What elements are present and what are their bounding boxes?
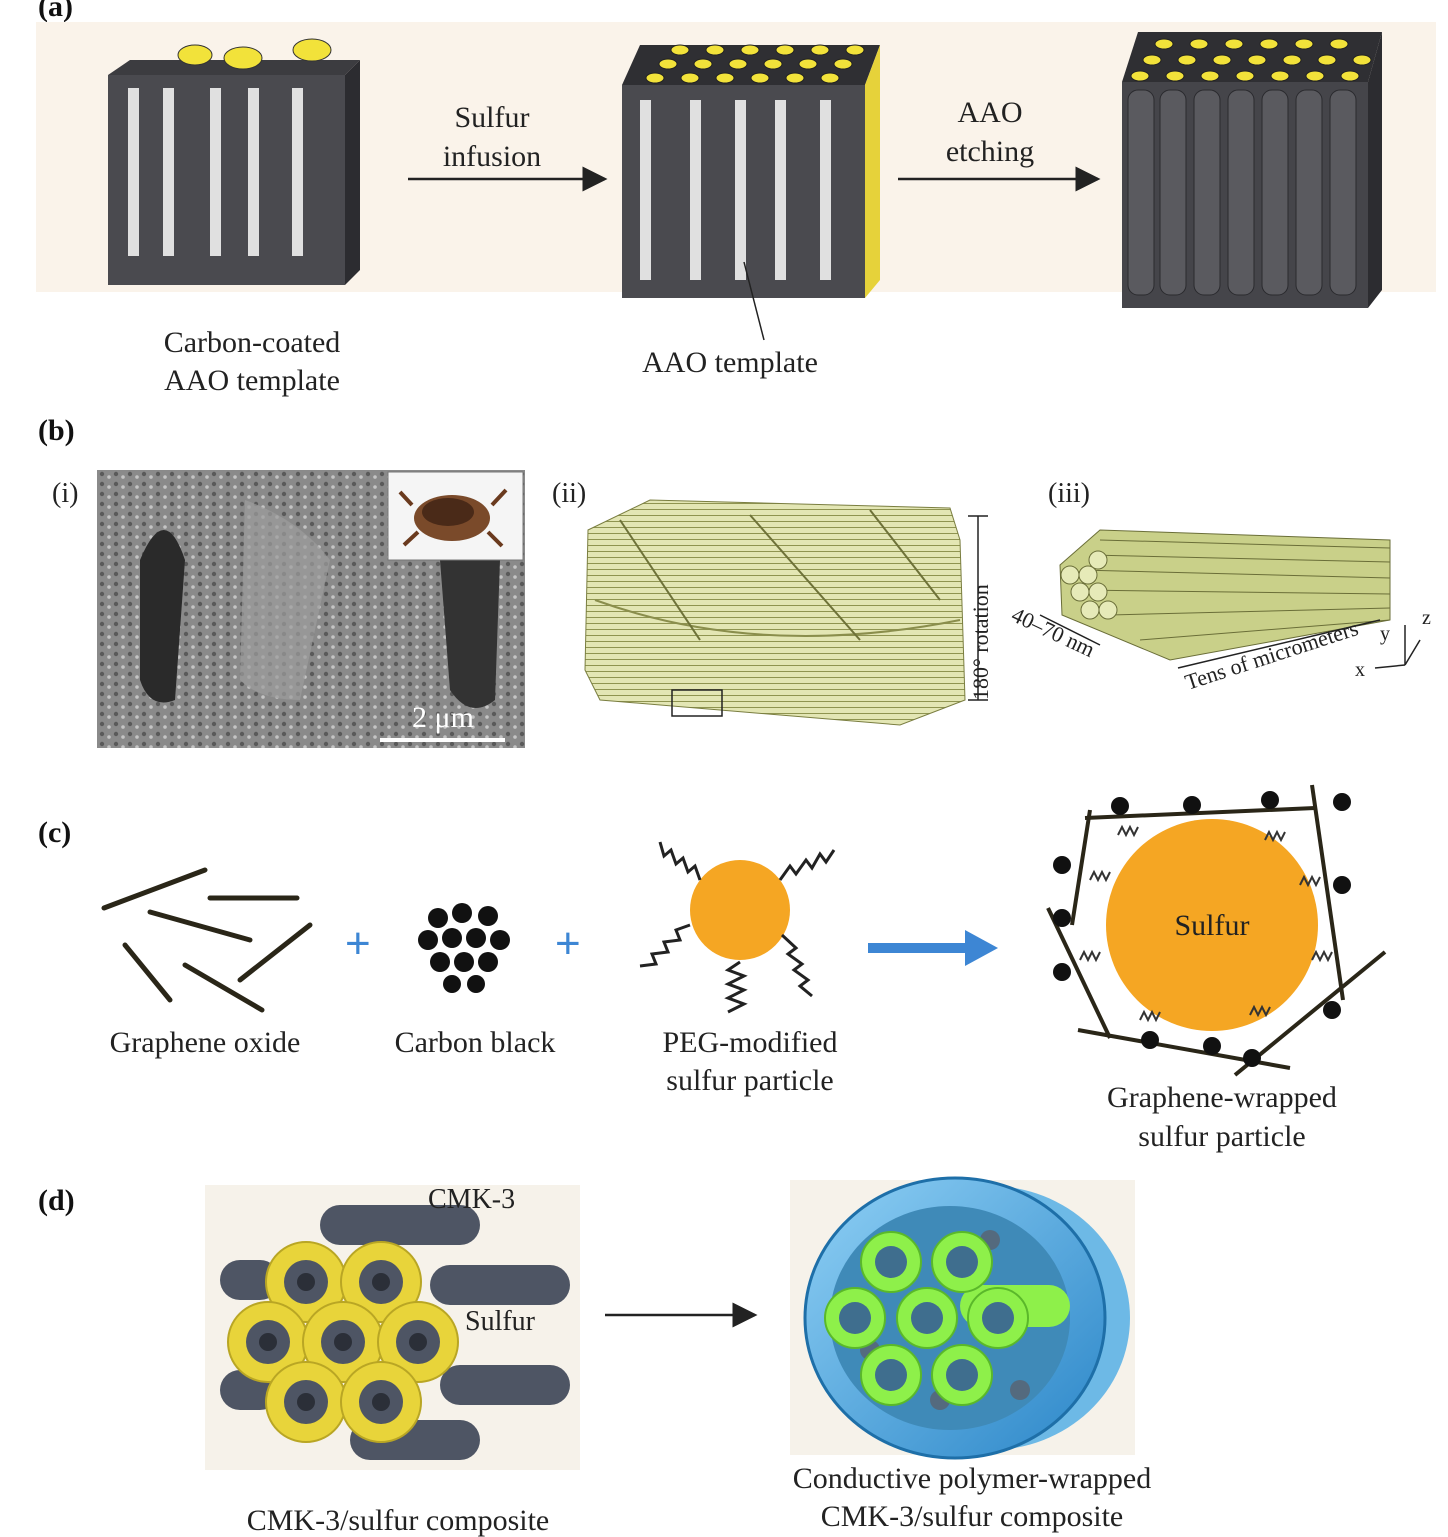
carbon-coated-aao-template-block <box>108 38 360 285</box>
panel-c-label: (c) <box>38 816 71 849</box>
graphene-wrapped-label-line1: Graphene-wrapped <box>1107 1081 1337 1114</box>
peg-sulfur-label-line1: PEG-modified <box>663 1026 838 1059</box>
arrow1-label-line1: Sulfur <box>455 101 530 134</box>
polymer-wrapped-composite-model <box>790 1176 1135 1460</box>
highlight-box <box>671 689 723 717</box>
panel-b-label: (b) <box>38 414 75 447</box>
blue-process-arrow-head <box>965 930 998 966</box>
aao-template-leader-line <box>743 261 765 341</box>
panel-d-label: (d) <box>38 1184 75 1217</box>
cmk3-label: CMK-3 <box>428 1184 515 1215</box>
panel-a-label: (a) <box>38 0 73 23</box>
twisted-plywood-fiber-stack <box>584 499 988 726</box>
cmk3-sulfur-composite-model <box>205 1185 580 1470</box>
axis-y-label: y <box>1380 623 1390 645</box>
sulfur-shell-label: Sulfur <box>465 1306 536 1337</box>
sub-panel-ii-label: (ii) <box>552 478 586 509</box>
graphene-wrapped-sulfur-particle <box>1046 784 1387 1077</box>
polymer-wrapped-caption-line1: Conductive polymer-wrapped <box>793 1462 1151 1495</box>
plus-sign-1: + <box>345 919 371 968</box>
plus-sign-2: + <box>555 919 581 968</box>
graphene-oxide-sheets <box>101 867 313 1013</box>
arrow2-label-line1: AAO <box>958 96 1023 129</box>
axis-z-label: z <box>1422 607 1431 629</box>
peg-modified-sulfur-particle <box>639 841 836 1014</box>
sem-micrograph <box>97 470 525 748</box>
aligned-fiber-bundle <box>1039 529 1421 669</box>
step1-caption-line2: AAO template <box>164 364 340 397</box>
arrow2-label-line2: etching <box>946 135 1034 168</box>
step2-caption: AAO template <box>642 346 818 379</box>
arrow1-label-line2: infusion <box>443 140 541 173</box>
sulfur-core-label: Sulfur <box>1175 909 1250 942</box>
cmk3-composite-caption: CMK-3/sulfur composite <box>247 1504 549 1537</box>
etched-nanotube-array-block <box>1122 32 1382 308</box>
sulfur-infused-template-block <box>622 44 880 298</box>
graphene-wrapped-label-line2: sulfur particle <box>1138 1120 1305 1153</box>
carbon-black-label: Carbon black <box>395 1026 556 1059</box>
step1-caption-line1: Carbon-coated <box>164 326 341 359</box>
sub-panel-iii-label: (iii) <box>1048 478 1090 509</box>
scale-bar-label: 2 μm <box>412 701 474 734</box>
carbon-black-particles <box>418 903 510 993</box>
polymer-wrapped-caption-line2: CMK-3/sulfur composite <box>821 1500 1123 1533</box>
sub-panel-i-label: (i) <box>52 478 78 509</box>
peg-sulfur-label-line2: sulfur particle <box>666 1064 833 1097</box>
axis-x-label: x <box>1355 659 1365 681</box>
rotation-label: 180° rotation <box>968 584 993 700</box>
graphene-oxide-label: Graphene oxide <box>110 1026 301 1059</box>
